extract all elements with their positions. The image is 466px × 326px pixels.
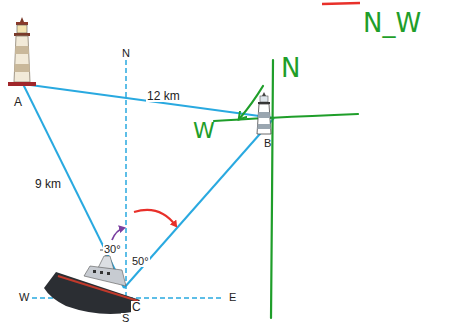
angle-arc	[112, 228, 124, 240]
angle-arc	[134, 210, 176, 226]
handwritten-note: N	[280, 55, 301, 81]
compass-label: W	[18, 292, 30, 303]
green-compass	[214, 60, 358, 318]
handwritten-note: W	[192, 120, 216, 142]
handwritten-note: N_W	[362, 10, 422, 36]
point-label: B	[263, 138, 272, 149]
point-label: C	[131, 301, 142, 313]
red-stroke	[322, 3, 360, 4]
lighthouse-b	[257, 92, 271, 134]
lighthouse-a	[8, 17, 36, 86]
compass-label: S	[121, 313, 130, 324]
angle-label: 30°	[103, 244, 122, 255]
point-label: A	[13, 96, 23, 108]
distance-label: 9 km	[34, 178, 62, 190]
compass-label: N	[121, 48, 131, 59]
ship	[44, 246, 140, 314]
bearing-lines	[23, 84, 274, 288]
distance-label: 12 km	[146, 90, 181, 102]
compass-label: E	[228, 292, 237, 303]
angle-label: 50°	[131, 256, 150, 267]
